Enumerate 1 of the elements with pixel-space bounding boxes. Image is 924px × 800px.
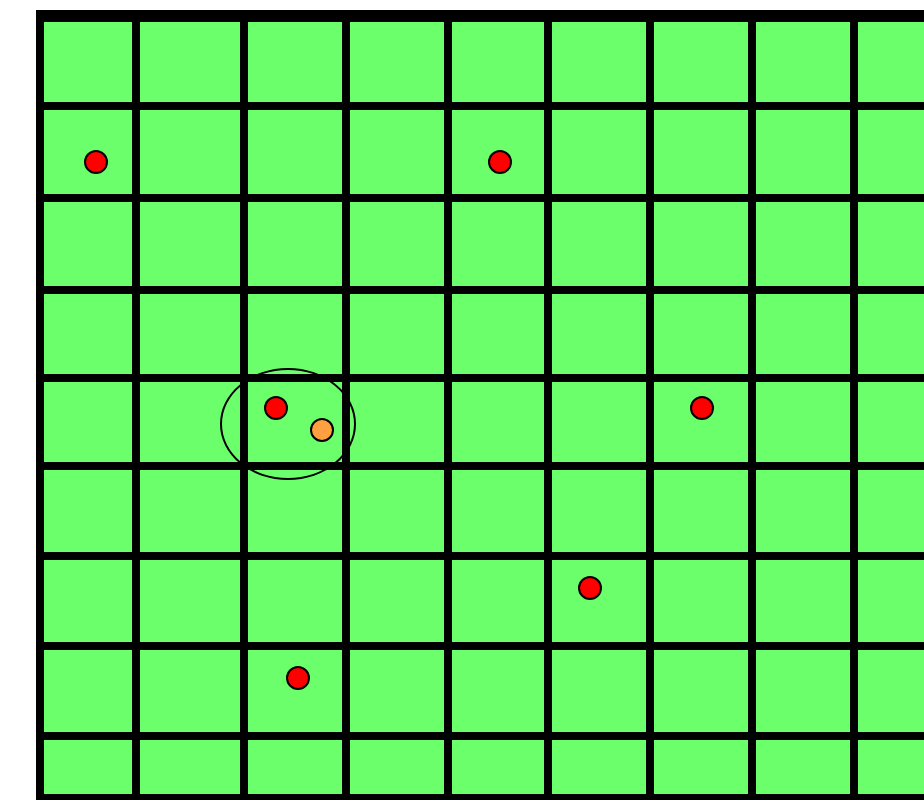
circle-outline — [220, 368, 356, 480]
